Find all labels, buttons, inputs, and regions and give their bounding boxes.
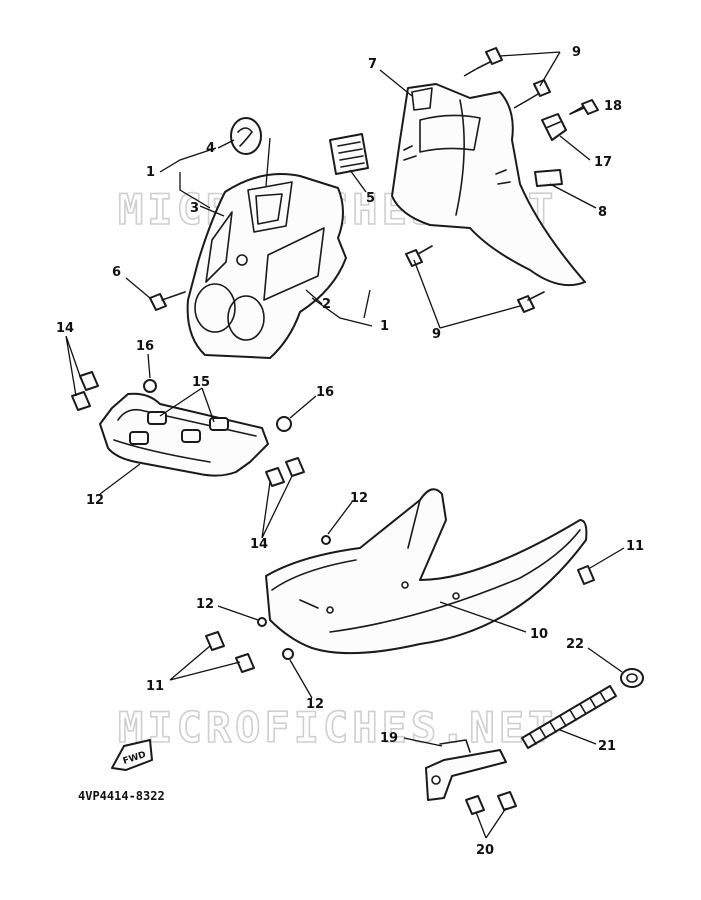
bolt-14-lower-b[interactable] [285,457,305,477]
callout-12-upper: 12 [350,491,368,506]
callout-11-right: 11 [626,539,644,554]
callout-11-left: 11 [146,679,164,694]
screw-6-part[interactable] [149,291,186,311]
bolt-14-upper-b[interactable] [71,391,91,411]
callout-21: 21 [598,739,616,754]
fwd-arrow-icon: FWD [111,739,153,771]
callout-14-upper: 14 [56,321,74,336]
grommet-12-upper[interactable] [321,535,331,545]
callout-18: 18 [604,99,622,114]
leader-lines [65,51,625,839]
screw-11-right[interactable] [577,565,595,585]
nut-16-left[interactable] [143,379,157,393]
watermark-bottom: MICROFICHES.NET [118,703,557,752]
callout-14-lower: 14 [250,537,268,552]
screw-9-top-a[interactable] [477,47,503,69]
callout-12-left: 12 [196,597,214,612]
spring-21-part[interactable] [521,685,617,749]
bracket-19-part[interactable] [425,739,507,801]
callout-6: 6 [112,265,121,280]
cap-22-part[interactable] [620,668,644,688]
callout-9-top: 9 [572,45,581,60]
front-cover-part[interactable] [186,173,347,359]
callout-4: 4 [206,141,215,156]
callout-3: 3 [190,201,199,216]
callout-12-bar: 12 [86,493,104,508]
callout-1-upper: 1 [146,165,155,180]
callout-2: 2 [322,297,331,312]
emblem-part[interactable] [230,117,262,155]
callout-12-lower: 12 [306,697,324,712]
label-8-part[interactable] [534,169,563,187]
screw-9-bottom-b[interactable] [517,291,545,313]
callout-7: 7 [368,57,377,72]
grille-part[interactable] [329,133,369,175]
bushing-15-part[interactable] [129,411,229,445]
bolt-14-upper-a[interactable] [79,371,99,391]
callout-19: 19 [380,731,398,746]
leg-shield-part[interactable] [391,83,586,286]
callout-22: 22 [566,637,584,652]
callout-8: 8 [598,205,607,220]
nut-16-right[interactable] [276,416,292,432]
callout-15: 15 [192,375,210,390]
screw-9-bottom-a[interactable] [405,245,433,267]
screw-11-left-a[interactable] [205,631,225,651]
screw-11-left-b[interactable] [235,653,255,673]
bolt-14-lower-a[interactable] [265,467,285,487]
diagram-code: 4VP4414-8322 [78,789,165,803]
callout-1-lower: 1 [380,319,389,334]
callout-labels: 1 4 3 5 6 2 1 7 9 18 17 8 9 14 16 15 16 … [56,45,644,858]
callout-16-right: 16 [316,385,334,400]
clip-17-part[interactable] [541,113,567,141]
bolt-20-b[interactable] [497,791,517,811]
callout-5: 5 [366,191,375,206]
callout-16-left: 16 [136,339,154,354]
under-cover-part[interactable] [265,488,588,655]
screw-9-top-b[interactable] [527,79,551,101]
callout-17: 17 [594,155,612,170]
bolt-20-a[interactable] [465,795,485,815]
grommet-12-left[interactable] [257,617,267,627]
grommet-12-lower[interactable] [282,648,294,660]
callout-10: 10 [530,627,548,642]
callout-20: 20 [476,843,494,858]
callout-9-bottom: 9 [432,327,441,342]
